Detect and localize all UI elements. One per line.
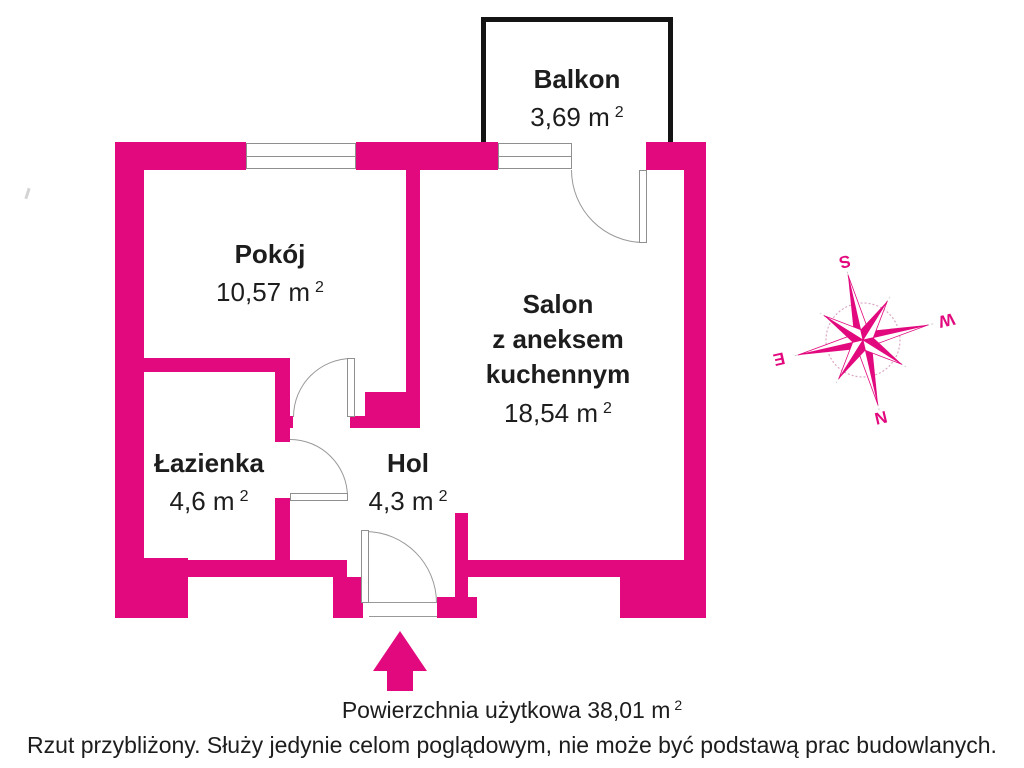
wall-entry-jamb-right (437, 597, 477, 618)
pokoj-name: Pokój (234, 239, 306, 269)
pokoj-door-arc (293, 358, 352, 417)
wall-pokoj-hol (350, 416, 420, 428)
compass-letter-n: N (873, 407, 889, 428)
lazienka-name: Łazienka (154, 448, 264, 478)
balcony-door-arc (571, 170, 644, 243)
wall-top-mid (356, 142, 498, 170)
entrance-door-arc (365, 531, 437, 603)
hol-name: Hol (387, 448, 429, 478)
wall-right (684, 142, 706, 577)
wall-divider-pokoj-salon (406, 170, 420, 428)
edge-artifact-mark (24, 187, 31, 200)
window-pane-line (247, 156, 355, 157)
compass-letter-s: S (837, 251, 852, 272)
entrance-door-leaf (361, 530, 369, 603)
salon-name: Salon z aneksem kuchennym (485, 289, 631, 389)
entrance-arrow-head (373, 631, 427, 671)
wall-bottom-right-block (620, 577, 706, 618)
wall-lazienka-right-upper (275, 358, 290, 442)
window-pokoj (246, 143, 356, 169)
wall-entry-jamb-left (333, 577, 363, 618)
balcony-name: Balkon (533, 64, 621, 94)
entrance-threshold (369, 602, 437, 617)
balcony-door-leaf (639, 170, 647, 243)
wall-left (115, 142, 144, 577)
pokoj-door-leaf (347, 358, 355, 417)
compass-letter-e: E (771, 348, 786, 369)
wall-lazienka-right-lower (275, 498, 290, 560)
wall-bottom-band-east (455, 560, 706, 577)
window-salon (498, 143, 572, 169)
compass-rose: N E S W (771, 251, 957, 428)
entrance-arrow-stem (387, 669, 413, 691)
wall-bottom-band-west (115, 560, 347, 577)
wall-divider-hol-salon (455, 513, 468, 601)
window-pane-line (499, 156, 571, 157)
compass-letter-w: W (936, 309, 957, 331)
disclaimer-text: Rzut przybliżony. Służy jedynie celom po… (27, 732, 997, 758)
lazienka-door-leaf (290, 493, 348, 501)
compass-star (795, 272, 931, 406)
wall-lazienka-top (143, 358, 288, 372)
